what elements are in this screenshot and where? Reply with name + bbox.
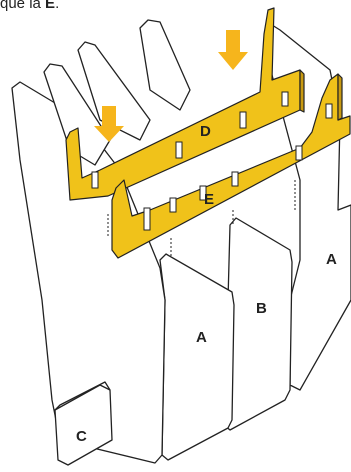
label-e: E [204, 191, 214, 208]
label-c: C [76, 428, 87, 445]
label-b: B [256, 300, 267, 317]
panel-a-right [160, 254, 234, 460]
label-a-right: A [326, 251, 337, 268]
label-d: D [200, 123, 211, 140]
upright-3 [140, 20, 190, 110]
down-arrow-right [218, 30, 248, 70]
label-a-left: A [196, 329, 207, 346]
